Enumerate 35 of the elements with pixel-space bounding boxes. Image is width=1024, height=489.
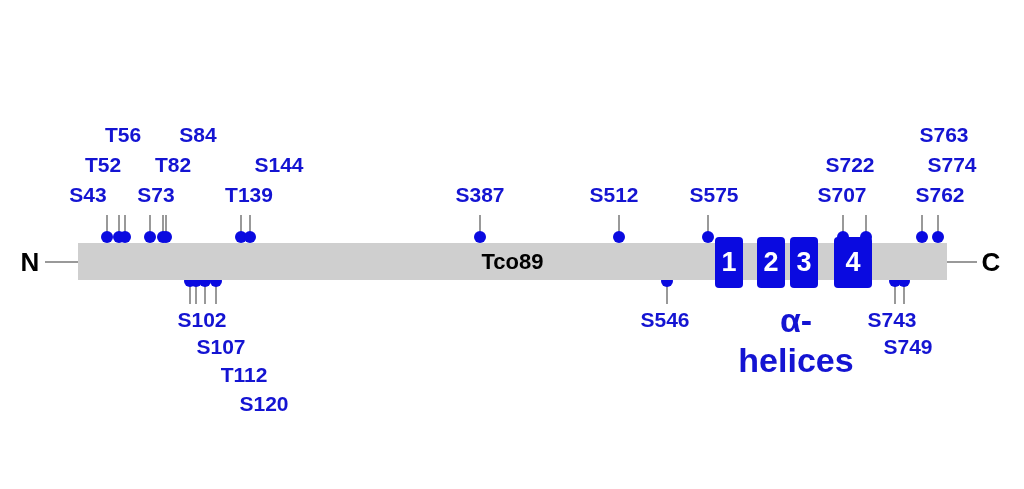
protein-name: Tco89	[481, 248, 544, 275]
helix-number: 2	[763, 247, 779, 278]
site-label: T56	[104, 124, 142, 146]
site-label: S749	[883, 336, 933, 358]
site-label: S762	[915, 184, 965, 206]
site-label: S512	[589, 184, 639, 206]
helix-box	[834, 237, 872, 288]
site-label: S84	[179, 124, 217, 146]
helix-number: 4	[845, 247, 861, 278]
site-label: S546	[640, 309, 690, 331]
site-label: S743	[867, 309, 917, 331]
site-label: S120	[239, 393, 289, 415]
site-label: S722	[825, 154, 875, 176]
helix-box	[790, 237, 818, 288]
site-label: T139	[225, 184, 273, 206]
site-label: S387	[455, 184, 505, 206]
site-label: S73	[137, 184, 175, 206]
helix-number: 1	[721, 247, 737, 278]
helix-box	[757, 237, 785, 288]
helix-box	[715, 237, 743, 288]
terminus-label: C	[981, 251, 1001, 273]
site-label: S575	[689, 184, 739, 206]
site-label: S144	[254, 154, 304, 176]
site-label: T112	[220, 364, 268, 386]
site-label: S707	[817, 184, 867, 206]
site-label: S107	[196, 336, 246, 358]
site-label: T52	[84, 154, 122, 176]
site-label: T82	[154, 154, 192, 176]
site-label: S102	[177, 309, 227, 331]
site-label: S43	[69, 184, 107, 206]
terminus-label: N	[20, 251, 40, 273]
helix-caption: α- helices	[737, 300, 855, 380]
helix-number: 3	[796, 247, 812, 278]
site-label: S763	[919, 124, 969, 146]
site-label: S774	[927, 154, 977, 176]
